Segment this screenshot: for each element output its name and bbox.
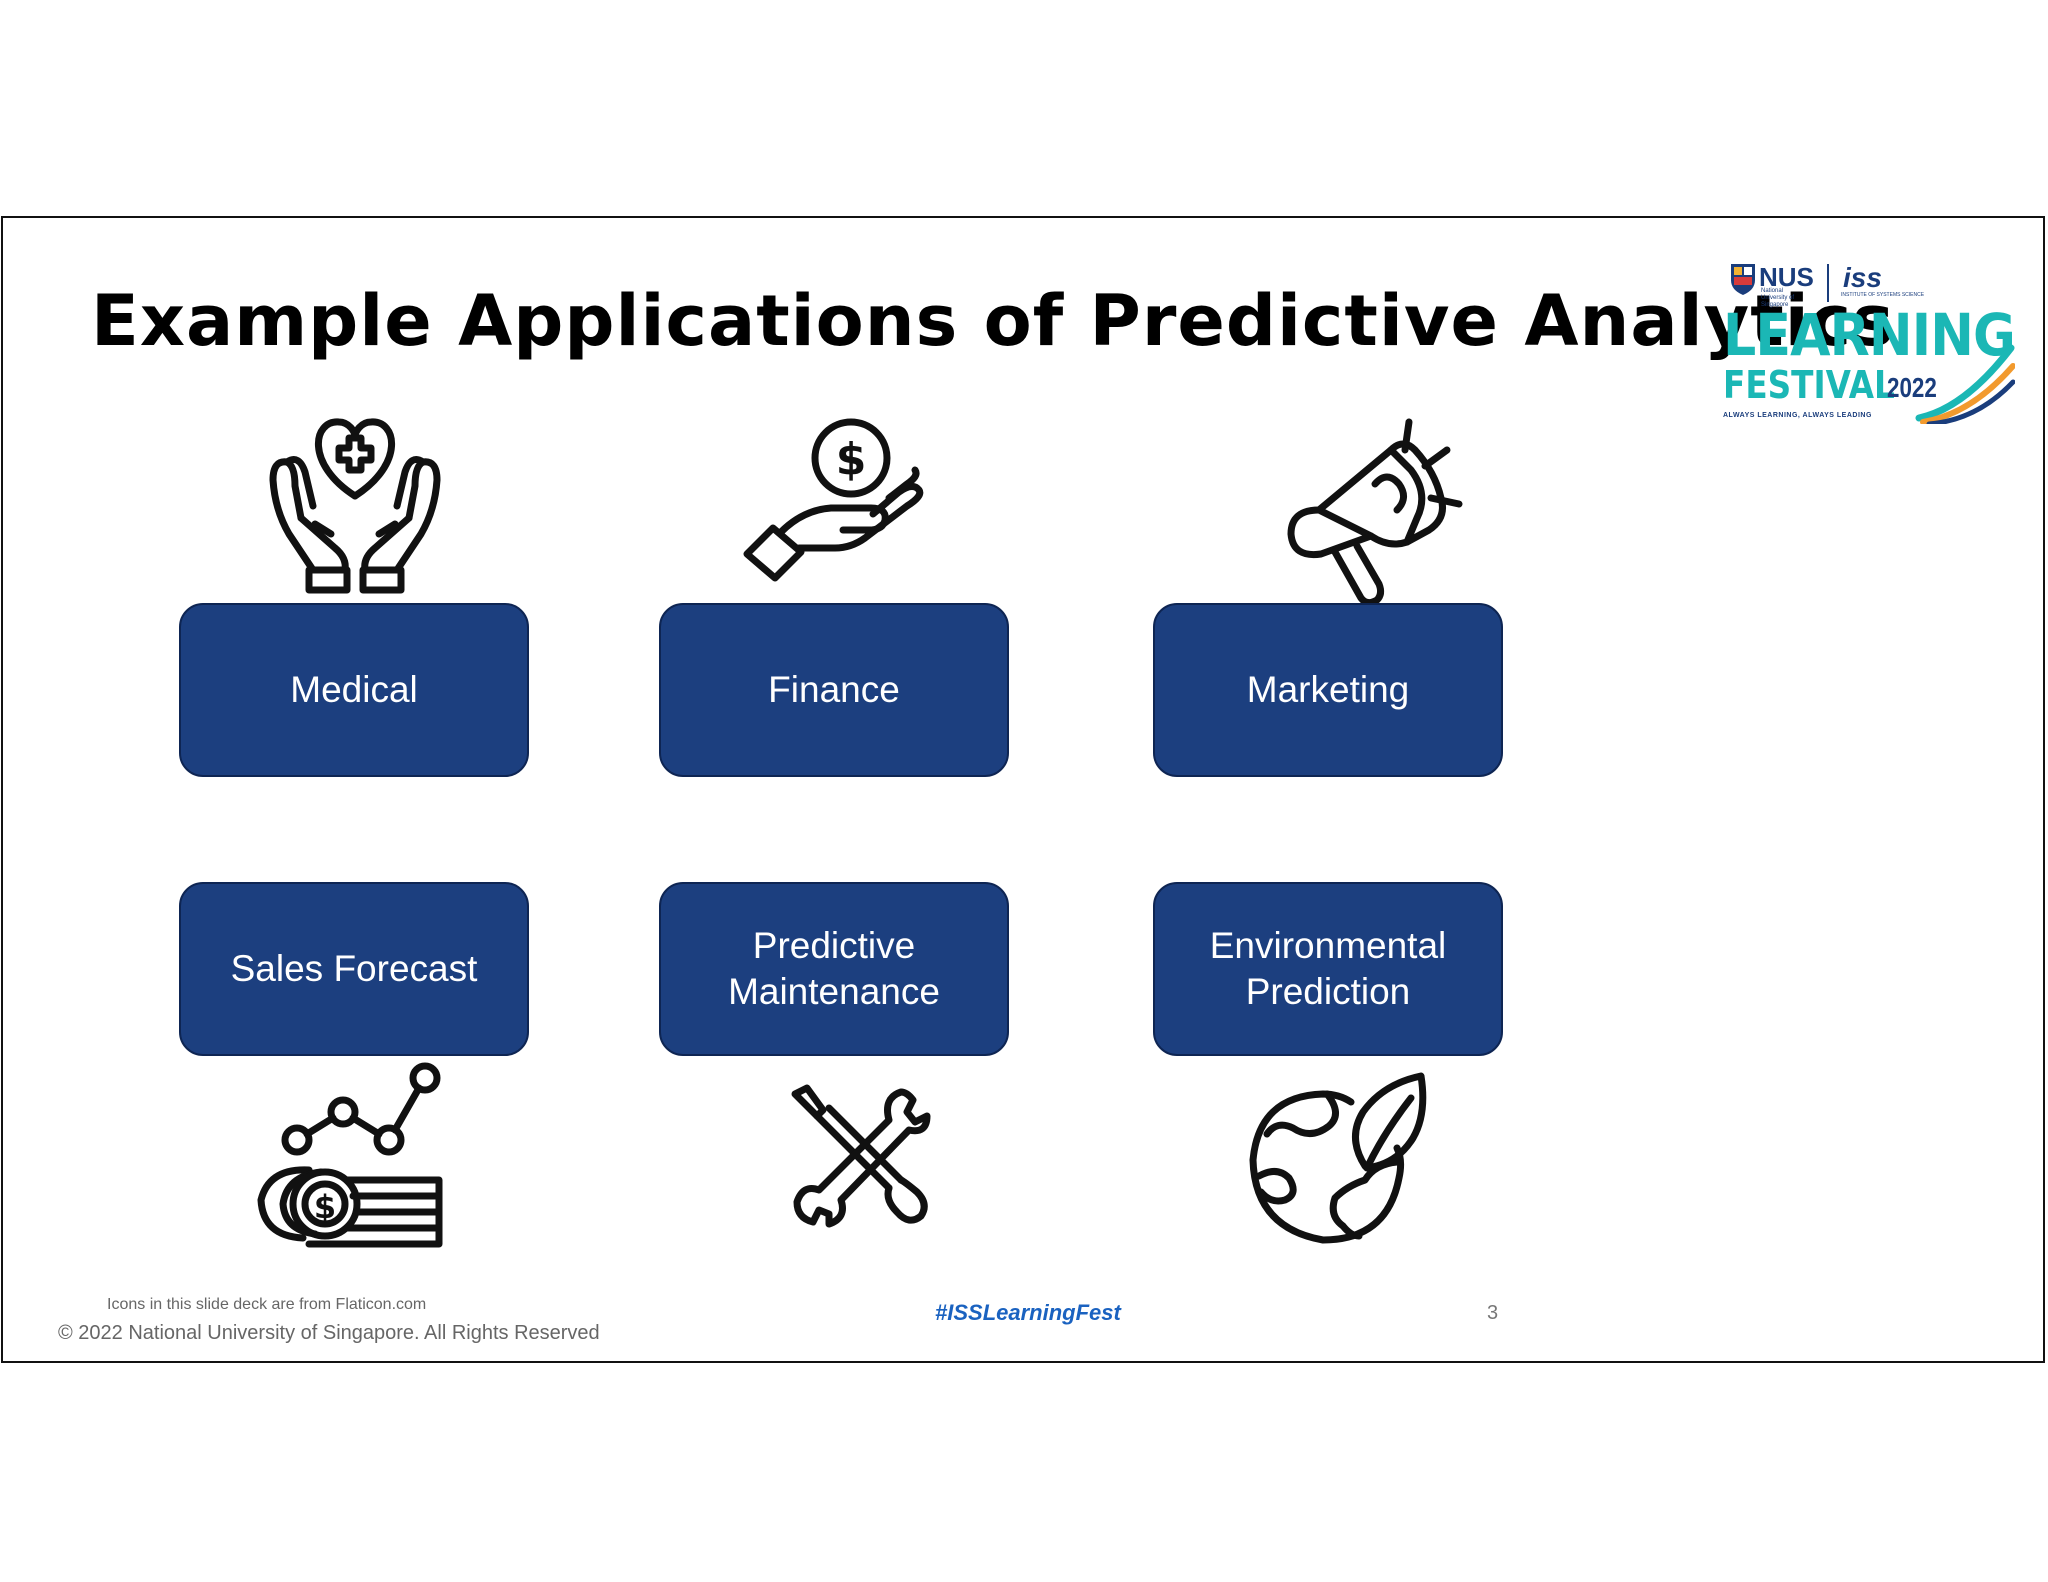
nus-wordmark: NUS [1759,262,1814,292]
card-finance[interactable]: Finance [659,603,1009,777]
card-label-line2: Prediction [1245,971,1411,1012]
card-label-line2: Maintenance [728,971,940,1012]
slide-title: Example Applications of Predictive Analy… [91,280,1895,362]
iss-subtitle: INSTITUTE OF SYSTEMS SCIENCE [1841,292,1925,298]
copyright-notice: © 2022 National University of Singapore.… [58,1322,600,1344]
earth-leaf-icon [1247,1068,1431,1248]
icon-credit: Icons in this slide deck are from Flatic… [107,1296,427,1313]
card-environmental-prediction[interactable]: Environmental Prediction [1153,882,1503,1056]
nus-iss-logos: NUS National University of Singapore iss… [1725,260,2015,308]
card-marketing[interactable]: Marketing [1153,603,1503,777]
festival-wordmark: FESTIVAL [1723,363,1895,407]
learning-festival-logo: NUS National University of Singapore iss… [1719,260,2016,428]
nus-subtitle: National University of Singapore [1761,288,1795,308]
svg-text:$: $ [314,1188,336,1226]
card-label-line1: Environmental [1209,925,1447,966]
card-label: Sales Forecast [230,948,478,989]
card-label: Marketing [1246,669,1410,710]
megaphone-icon [1279,414,1479,607]
page-number: 3 [1487,1302,1499,1324]
logo-divider [1827,264,1829,302]
card-sales-forecast[interactable]: Sales Forecast [179,882,529,1056]
coins-growth-icon: $ [249,1062,449,1254]
card-label: Medical [290,669,418,710]
card-label: Finance [768,669,900,710]
festival-tagline: ALWAYS LEARNING, ALWAYS LEADING [1723,412,1872,419]
card-medical[interactable]: Medical [179,603,529,777]
card-predictive-maintenance[interactable]: Predictive Maintenance [659,882,1009,1056]
festival-year: 2022 [1887,372,1937,403]
wrench-screwdriver-icon [789,1084,931,1228]
card-label-line1: Predictive [752,925,916,966]
slide: Example Applications of Predictive Analy… [1,216,2045,1363]
learning-wordmark: LEARNING [1723,301,2016,369]
hand-coin-icon: $ [739,418,929,598]
swoosh-icon [1915,344,2015,424]
care-hands-heart-icon [265,414,445,594]
nus-crest-icon [1731,264,1755,295]
svg-text:$: $ [836,434,867,485]
hashtag: #ISSLearningFest [935,1300,1121,1325]
iss-wordmark: iss [1843,262,1882,293]
